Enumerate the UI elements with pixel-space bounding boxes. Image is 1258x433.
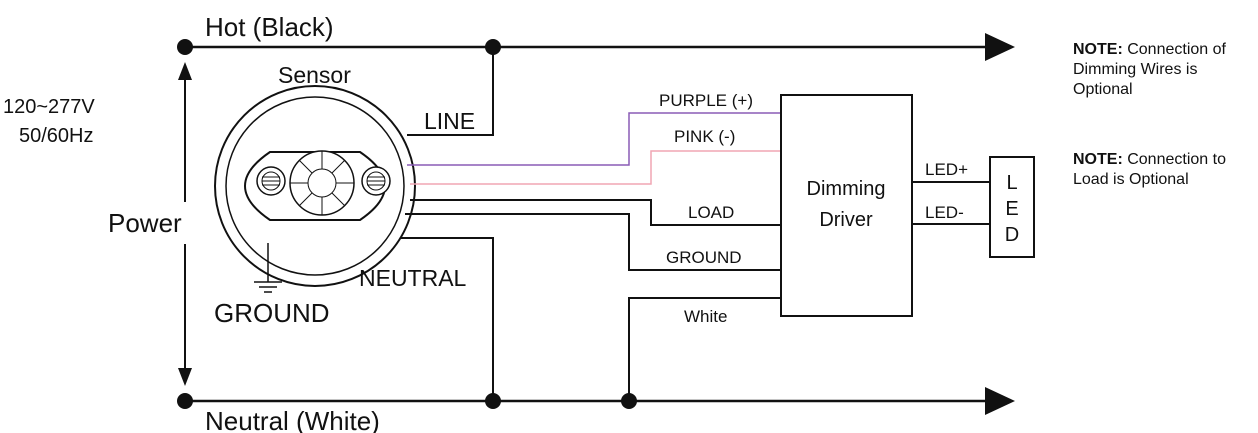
line-label: LINE [424, 108, 475, 134]
ground-label: GROUND [214, 298, 330, 328]
led-box [989, 156, 1035, 258]
led-letter-e: E [1005, 198, 1018, 220]
white-label: White [684, 307, 727, 326]
neutral-wire-label: NEUTRAL [359, 265, 467, 291]
frequency-label: 50/60Hz [19, 125, 94, 147]
power-up-arrow-icon [178, 62, 192, 80]
pink-label: PINK (-) [674, 127, 735, 146]
driver-label-line2: Driver [819, 209, 873, 231]
note-load-optional: NOTE: Connection to Load is Optional [1073, 150, 1253, 190]
purple-label: PURPLE (+) [659, 91, 753, 110]
ground-icon [254, 243, 282, 293]
note-dimming-optional: NOTE: Connection of Dimming Wires is Opt… [1073, 40, 1253, 100]
hot-label: Hot (Black) [205, 12, 334, 42]
voltage-label: 120~277V [3, 96, 95, 118]
purple-wire [407, 112, 781, 166]
power-label: Power [108, 208, 182, 238]
sensor [214, 85, 416, 287]
hot-left-node [177, 39, 193, 55]
load-wire [410, 199, 781, 226]
driver-label-line1: Dimming [807, 178, 886, 200]
neutral-arrow-icon [985, 387, 1015, 415]
white-wire [628, 297, 781, 401]
note-prefix: NOTE: [1073, 151, 1123, 168]
led-letter-d: D [1005, 224, 1019, 246]
neutral-label: Neutral (White) [205, 406, 380, 433]
line-wire [407, 47, 494, 136]
ground-wire-label: GROUND [666, 248, 742, 267]
ground-wire [405, 213, 781, 271]
led-minus-label: LED- [925, 203, 964, 222]
dimming-driver [780, 94, 913, 317]
led-plus-label: LED+ [925, 160, 968, 179]
note-prefix: NOTE: [1073, 41, 1123, 58]
led-letter-l: L [1006, 172, 1017, 194]
sensor-label: Sensor [278, 62, 351, 88]
hot-arrow-icon [985, 33, 1015, 61]
neutral-wire [393, 237, 494, 401]
note-text: Connection to Load is Optional [1073, 151, 1226, 188]
pink-wire [410, 150, 781, 185]
neutral-left-node [177, 393, 193, 409]
power-down-arrow-icon [178, 368, 192, 386]
note-text: Connection of Dimming Wires is Optional [1073, 41, 1226, 98]
load-label: LOAD [688, 203, 734, 222]
